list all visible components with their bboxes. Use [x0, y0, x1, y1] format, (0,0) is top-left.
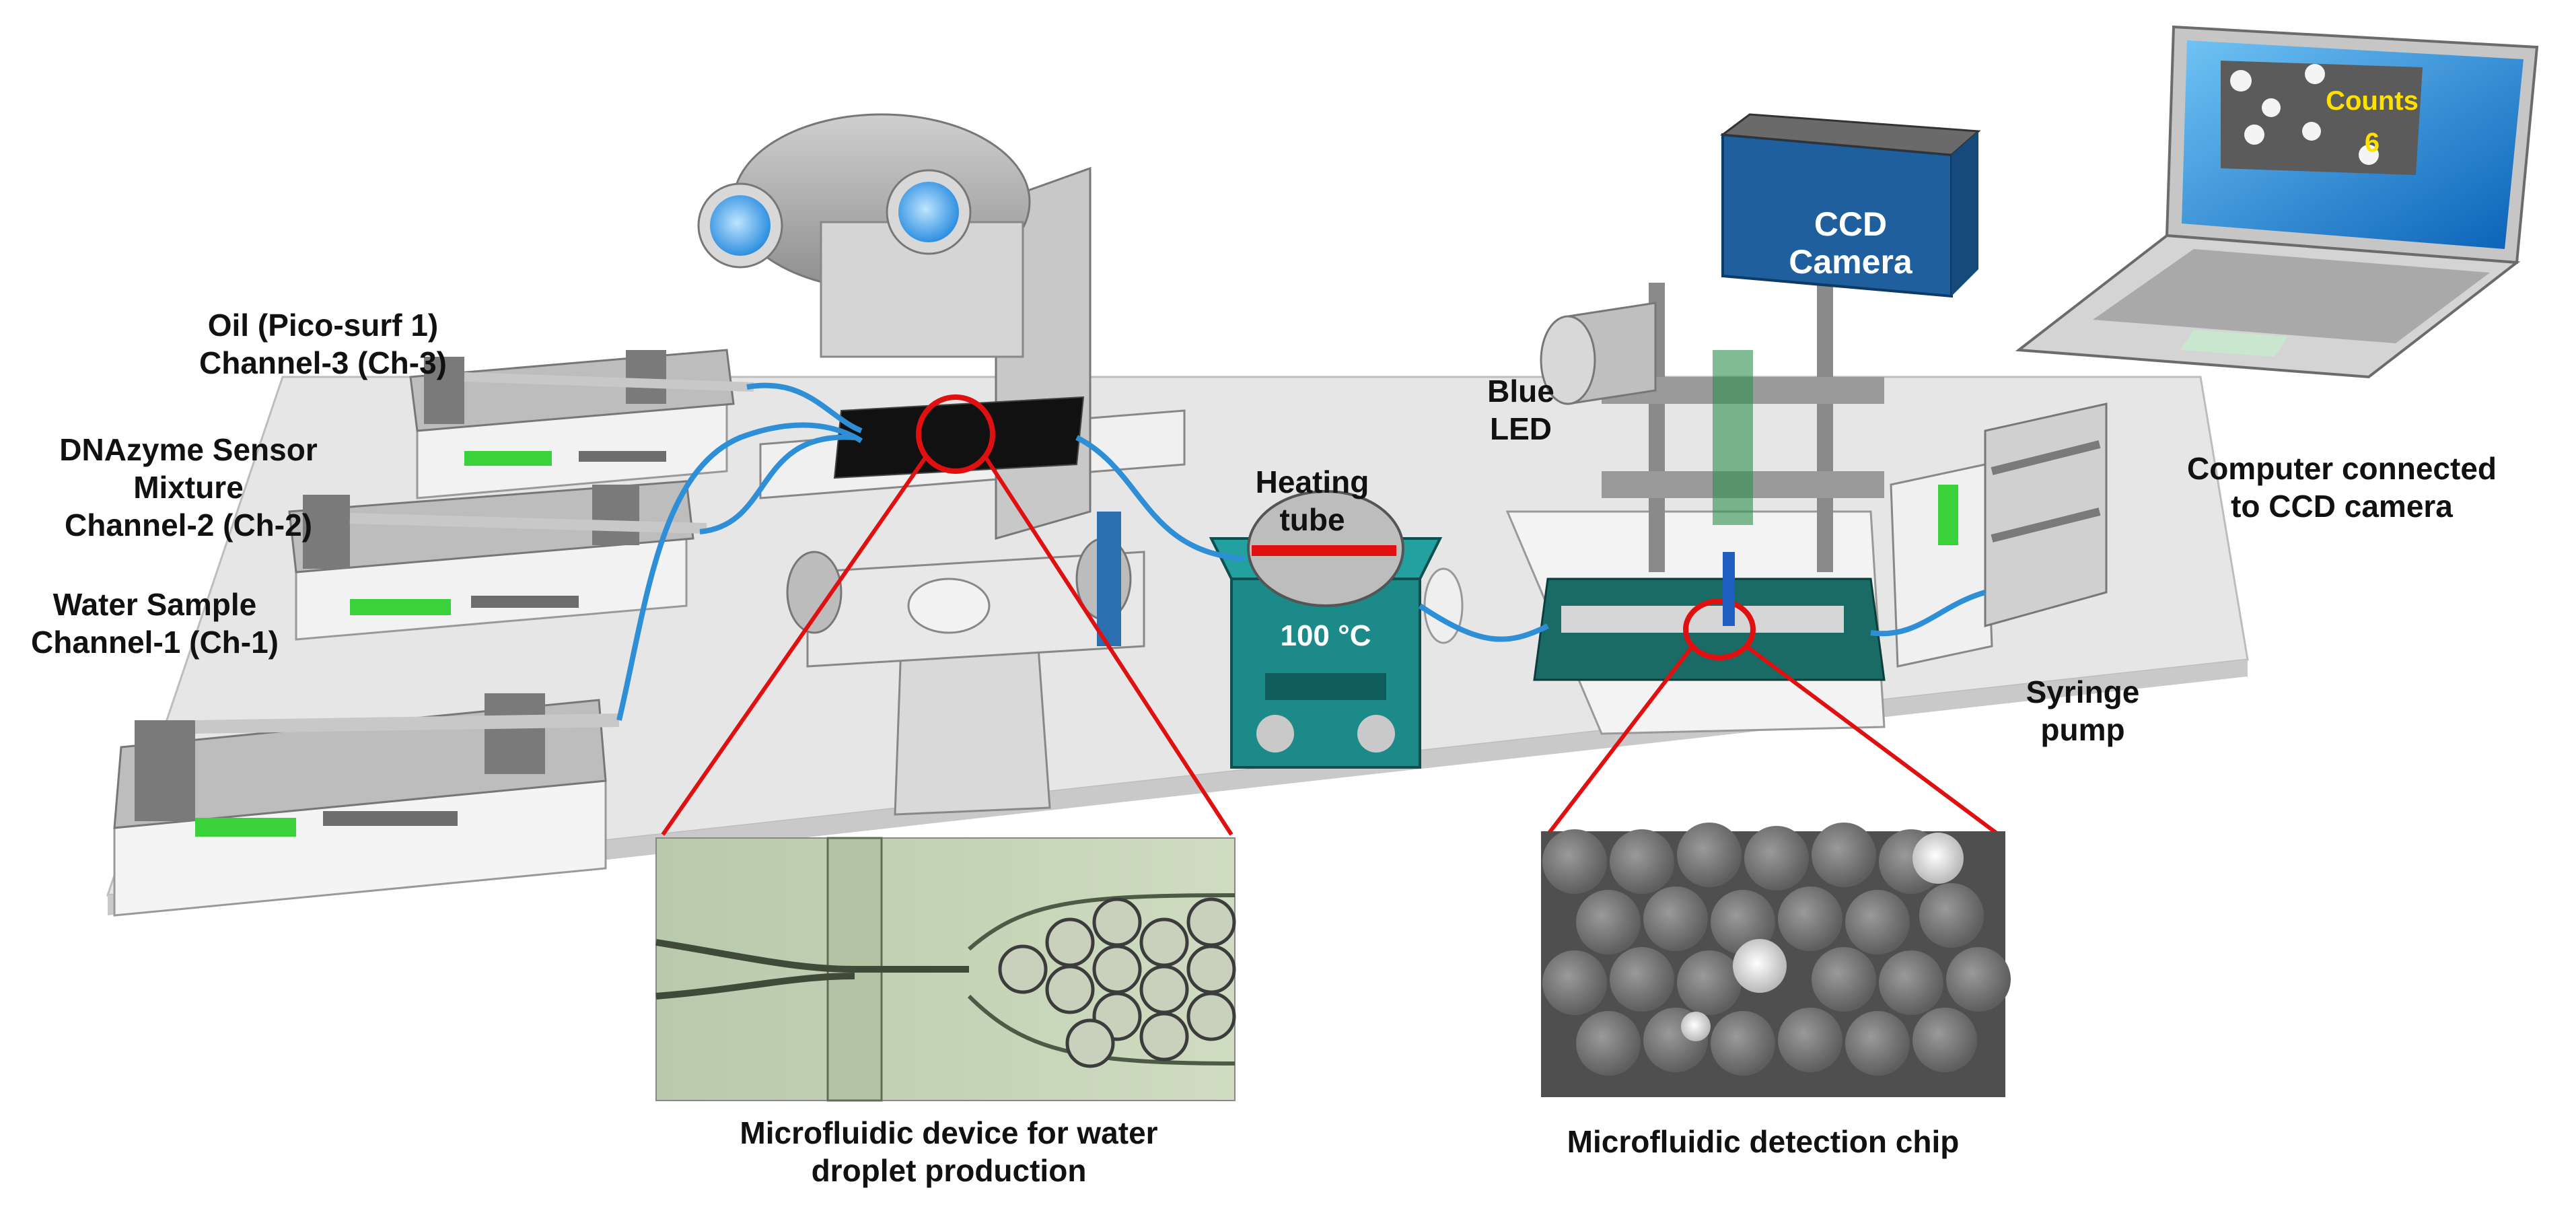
syringe-pump-icon	[113, 349, 754, 917]
label-ccd-camera: CCD Camera	[1789, 205, 1912, 281]
caption-microfluidic-device: Microfluidic device for water droplet pr…	[740, 1115, 1158, 1188]
label-blue-led: Blue LED	[1487, 374, 1554, 446]
label-syringe-pump: Syringe pump	[2026, 674, 2140, 747]
detection-stage	[1505, 283, 1886, 735]
caption-detection-chip: Microfluidic detection chip	[1567, 1124, 1960, 1159]
label-heating-tube: Heating tube	[1255, 464, 1369, 537]
screen-counts-value: 6	[2364, 128, 2380, 158]
detection-micrograph	[1541, 823, 2011, 1097]
laptop-icon	[2015, 25, 2539, 379]
zoom-indicator-chip	[1546, 644, 2000, 837]
label-computer: Computer connected to CCD camera	[2186, 451, 2497, 524]
label-oil-channel-3: Oil (Pico-surf 1) Channel-3 (Ch-3)	[199, 308, 447, 380]
heater-temperature: 100 °C	[1280, 619, 1371, 652]
microscope-icon	[697, 113, 1186, 816]
label-dnazyme-channel-2: DNAzyme Sensor Mixture Channel-2 (Ch-2)	[59, 432, 318, 543]
ccd-camera-icon	[1719, 113, 1981, 298]
screen-counts-label: Counts	[2326, 86, 2419, 116]
blue-led-icon	[1540, 302, 1657, 405]
tubing	[616, 382, 1987, 721]
label-water-channel-1: Water Sample Channel-1 (Ch-1)	[31, 587, 279, 660]
zoom-indicator-device	[661, 394, 1233, 836]
syringe-pump-right-icon	[1890, 403, 2108, 668]
microfluidic-chip-icon	[655, 837, 1236, 1102]
heater-icon	[1209, 490, 1464, 769]
